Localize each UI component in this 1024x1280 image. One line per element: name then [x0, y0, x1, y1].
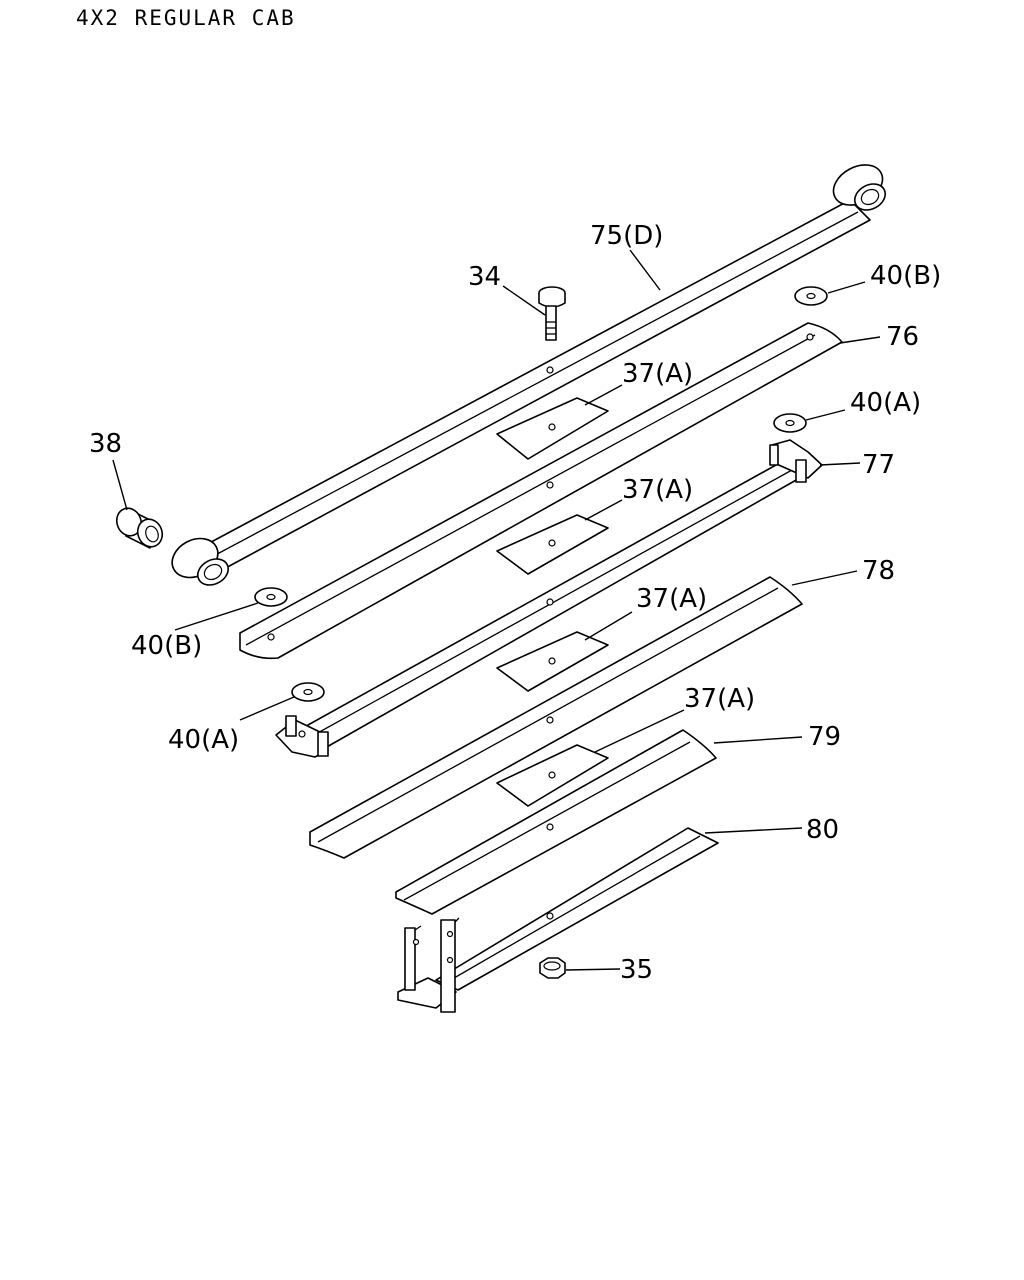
leaf-80	[397, 827, 719, 1013]
leader-lines	[112, 249, 881, 971]
leaf-77	[275, 439, 823, 758]
leaf-79	[395, 729, 717, 915]
37a-third-label: 37(A)	[636, 584, 707, 614]
bushing-38	[115, 507, 164, 549]
40a-bottom-label: 40(A)	[168, 725, 239, 755]
diagram-title: 4X2 REGULAR CAB	[76, 6, 296, 30]
pad-37a-2	[496, 514, 609, 575]
35-nut-label: 35	[620, 955, 653, 985]
40a-top-label: 40(A)	[850, 388, 921, 418]
37a-first-label: 37(A)	[622, 359, 693, 389]
nut-35	[539, 957, 566, 979]
40b-bottom-label: 40(B)	[131, 631, 202, 661]
pad-37a-4	[496, 744, 609, 807]
34-center-bolt-label: 34	[468, 262, 501, 292]
75-main-leaf-label: 75(D)	[590, 221, 663, 251]
38-bushing-label: 38	[89, 429, 122, 459]
80-leaf-label: 80	[806, 815, 839, 845]
pad-37a-1	[496, 397, 609, 460]
pad-37a-3	[496, 631, 609, 692]
79-leaf-label: 79	[808, 722, 841, 752]
leaf-76	[239, 322, 843, 660]
78-leaf-label: 78	[862, 556, 895, 586]
main-leaf-75	[171, 164, 887, 586]
40b-top-label: 40(B)	[870, 261, 941, 291]
37a-second-label: 37(A)	[622, 475, 693, 505]
37a-fourth-label: 37(A)	[684, 684, 755, 714]
leaf-78	[309, 576, 803, 859]
77-leaf-label: 77	[862, 450, 895, 480]
76-leaf-label: 76	[886, 322, 919, 352]
center-bolt-34	[538, 286, 566, 341]
